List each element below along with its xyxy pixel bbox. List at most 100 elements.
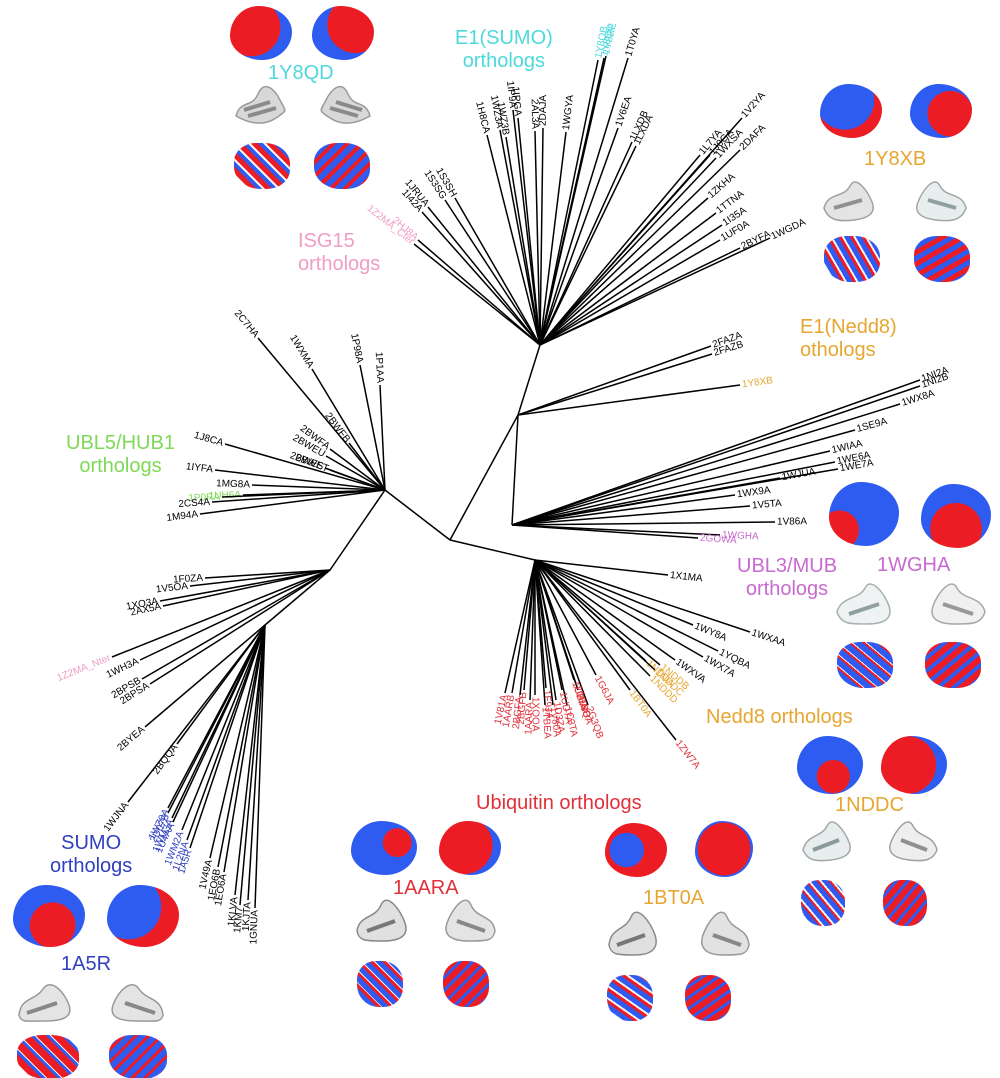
representative-label: 1NDDC bbox=[835, 794, 904, 816]
leaf-label: 2AL3A bbox=[529, 99, 541, 130]
leaf-branch bbox=[511, 559, 536, 694]
leaf-label: 1P0RA bbox=[188, 492, 220, 504]
group-label-line2: orthologs bbox=[745, 578, 829, 600]
leaf-label: 1V86A bbox=[777, 516, 807, 527]
leaf-branch bbox=[539, 57, 629, 346]
group-label-line1: E1(SUMO) bbox=[455, 27, 553, 49]
leaf-branch bbox=[539, 224, 723, 346]
leaf-label: 1H8CA bbox=[473, 100, 492, 134]
leaf-branch bbox=[539, 149, 741, 346]
leaf-branch bbox=[539, 141, 633, 346]
leaf-label: 1KJTA bbox=[241, 901, 254, 931]
group-label-line2: othologs bbox=[800, 339, 876, 361]
leaf-branch bbox=[417, 239, 541, 346]
leaf-branch bbox=[539, 145, 637, 346]
surface-potential-back bbox=[109, 1035, 167, 1078]
potential-isosurface-front bbox=[605, 823, 667, 877]
surface-potential-back bbox=[685, 975, 731, 1021]
surface-potential-front bbox=[837, 642, 893, 688]
leaf-label: 1AARA bbox=[523, 701, 535, 734]
internal-branch bbox=[449, 539, 536, 561]
leaf-branch bbox=[427, 206, 541, 346]
leaf-branch bbox=[517, 384, 741, 416]
surface-potential-back bbox=[314, 143, 370, 189]
leaf-branch bbox=[539, 212, 717, 346]
leaf-label: 2BQQA bbox=[151, 742, 181, 777]
surface-potential-front bbox=[801, 880, 845, 926]
leaf-branch bbox=[534, 559, 577, 685]
representative-label: 1A5R bbox=[61, 953, 112, 975]
leaf-branch bbox=[251, 484, 386, 491]
leaf-branch bbox=[421, 211, 541, 346]
group-label-line2: orthologs bbox=[298, 253, 381, 275]
leaf-branch bbox=[534, 559, 751, 633]
leaf-label: 1T0YA bbox=[623, 26, 642, 58]
leaf-branch bbox=[534, 559, 661, 666]
potential-isosurface-back bbox=[439, 821, 501, 875]
leaf-branch bbox=[511, 524, 699, 539]
potential-isosurface-front bbox=[351, 821, 417, 875]
group-label-isg15: ISG15 orthologs bbox=[298, 230, 380, 276]
leaf-label: 1WJNA bbox=[102, 800, 132, 834]
leaf-branch bbox=[539, 197, 709, 346]
potential-isosurface-front bbox=[230, 6, 292, 60]
leaf-branch bbox=[454, 197, 541, 346]
leaf-label: 2CS4A bbox=[178, 497, 211, 510]
leaf-branch bbox=[534, 559, 704, 658]
leaf-branch bbox=[539, 131, 567, 346]
surface-potential-back bbox=[914, 236, 970, 282]
leaf-branch bbox=[127, 624, 266, 803]
leaf-label: 1M94A bbox=[166, 509, 199, 524]
leaf-branch bbox=[539, 59, 599, 346]
cartoon-structure-icon bbox=[608, 911, 657, 956]
potential-isosurface-back bbox=[695, 821, 753, 877]
leaf-branch bbox=[534, 559, 563, 691]
leaf-branch bbox=[167, 624, 266, 814]
group-label-line1: UBL5/HUB1 bbox=[66, 432, 175, 454]
internal-branch bbox=[517, 344, 541, 416]
cartoon-structure-icon bbox=[836, 583, 891, 625]
leaf-branch bbox=[139, 569, 331, 661]
leaf-label: 1WXAA bbox=[750, 628, 787, 650]
leaf-branch bbox=[199, 489, 386, 515]
surface-potential-back bbox=[925, 642, 981, 688]
cartoon-structure-icon bbox=[802, 821, 851, 862]
leaf-branch bbox=[209, 624, 266, 859]
leaf-branch bbox=[511, 477, 781, 526]
leaf-branch bbox=[239, 624, 266, 906]
structure-panel-1nddc: 1NDDC bbox=[795, 730, 975, 930]
leaf-branch bbox=[534, 559, 631, 691]
leaf-label: 1KM7 bbox=[232, 906, 245, 933]
leaf-branch bbox=[534, 559, 676, 661]
group-label-nedd8: Nedd8 orthologs bbox=[706, 706, 853, 729]
leaf-label: 1Z2MA_Nter bbox=[56, 653, 113, 684]
leaf-branch bbox=[223, 624, 266, 873]
structure-panel-1a5r: 1A5R bbox=[5, 885, 185, 1078]
leaf-label: 1XQQA bbox=[529, 697, 540, 732]
surface-potential-front bbox=[824, 236, 880, 282]
leaf-branch bbox=[211, 489, 386, 503]
leaf-label: 1EO6A bbox=[213, 873, 229, 907]
potential-isosurface-back bbox=[107, 885, 179, 947]
leaf-label: 2DAJA bbox=[538, 94, 549, 126]
leaf-label: 1WX9A bbox=[736, 485, 771, 500]
leaf-branch bbox=[511, 494, 736, 526]
potential-isosurface-back bbox=[881, 736, 947, 794]
leaf-branch bbox=[511, 524, 721, 536]
leaf-branch bbox=[247, 624, 266, 901]
leaf-branch bbox=[511, 403, 901, 526]
leaf-branch bbox=[511, 505, 751, 526]
potential-isosurface-front bbox=[797, 736, 863, 794]
leaf-branch bbox=[172, 624, 266, 823]
group-label-ubl3-mub: UBL3/MUB orthologs bbox=[737, 555, 837, 601]
internal-branch bbox=[264, 569, 331, 626]
leaf-label: 2GOWA bbox=[700, 533, 738, 547]
leaf-branch bbox=[517, 345, 712, 416]
group-label-sumo: SUMO orthologs bbox=[50, 832, 132, 878]
leaf-branch bbox=[186, 624, 266, 841]
leaf-label: 2BWET bbox=[294, 453, 330, 475]
leaf-branch bbox=[511, 385, 921, 526]
representative-label: 1AARA bbox=[393, 877, 459, 899]
leaf-branch bbox=[204, 569, 331, 579]
